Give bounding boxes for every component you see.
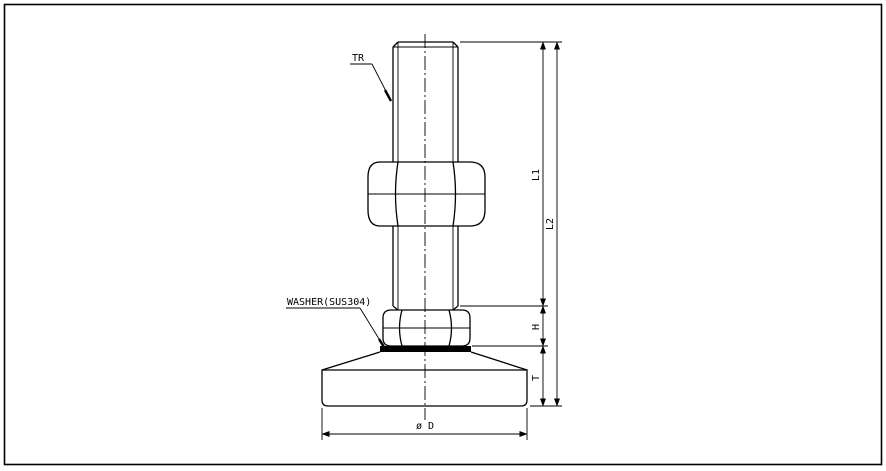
- dimension-d: ø D: [321, 421, 528, 437]
- extension-lines: [321, 41, 562, 440]
- drawing-frame: [3, 3, 883, 466]
- hex-body: [382, 309, 471, 347]
- dimension-l1: L1: [531, 41, 546, 307]
- dimension-t: T: [531, 345, 546, 407]
- dimension-l2-label: L2: [545, 218, 556, 230]
- thread-leader: TR: [350, 53, 393, 102]
- threaded-stud: [392, 41, 459, 311]
- dimension-h: H: [531, 305, 546, 347]
- washer-label: WASHER(SUS304): [287, 297, 371, 308]
- base-pad: [321, 351, 528, 407]
- hex-nut: [367, 161, 486, 227]
- dimension-d-label: ø D: [416, 421, 434, 432]
- thread-label: TR: [352, 53, 365, 64]
- dimension-l2: L2: [545, 41, 560, 407]
- washer: [380, 346, 471, 352]
- dimension-l1-label: L1: [531, 169, 542, 181]
- washer-leader: WASHER(SUS304): [286, 297, 386, 348]
- dimension-h-label: H: [531, 324, 542, 330]
- dimension-t-label: T: [531, 375, 542, 381]
